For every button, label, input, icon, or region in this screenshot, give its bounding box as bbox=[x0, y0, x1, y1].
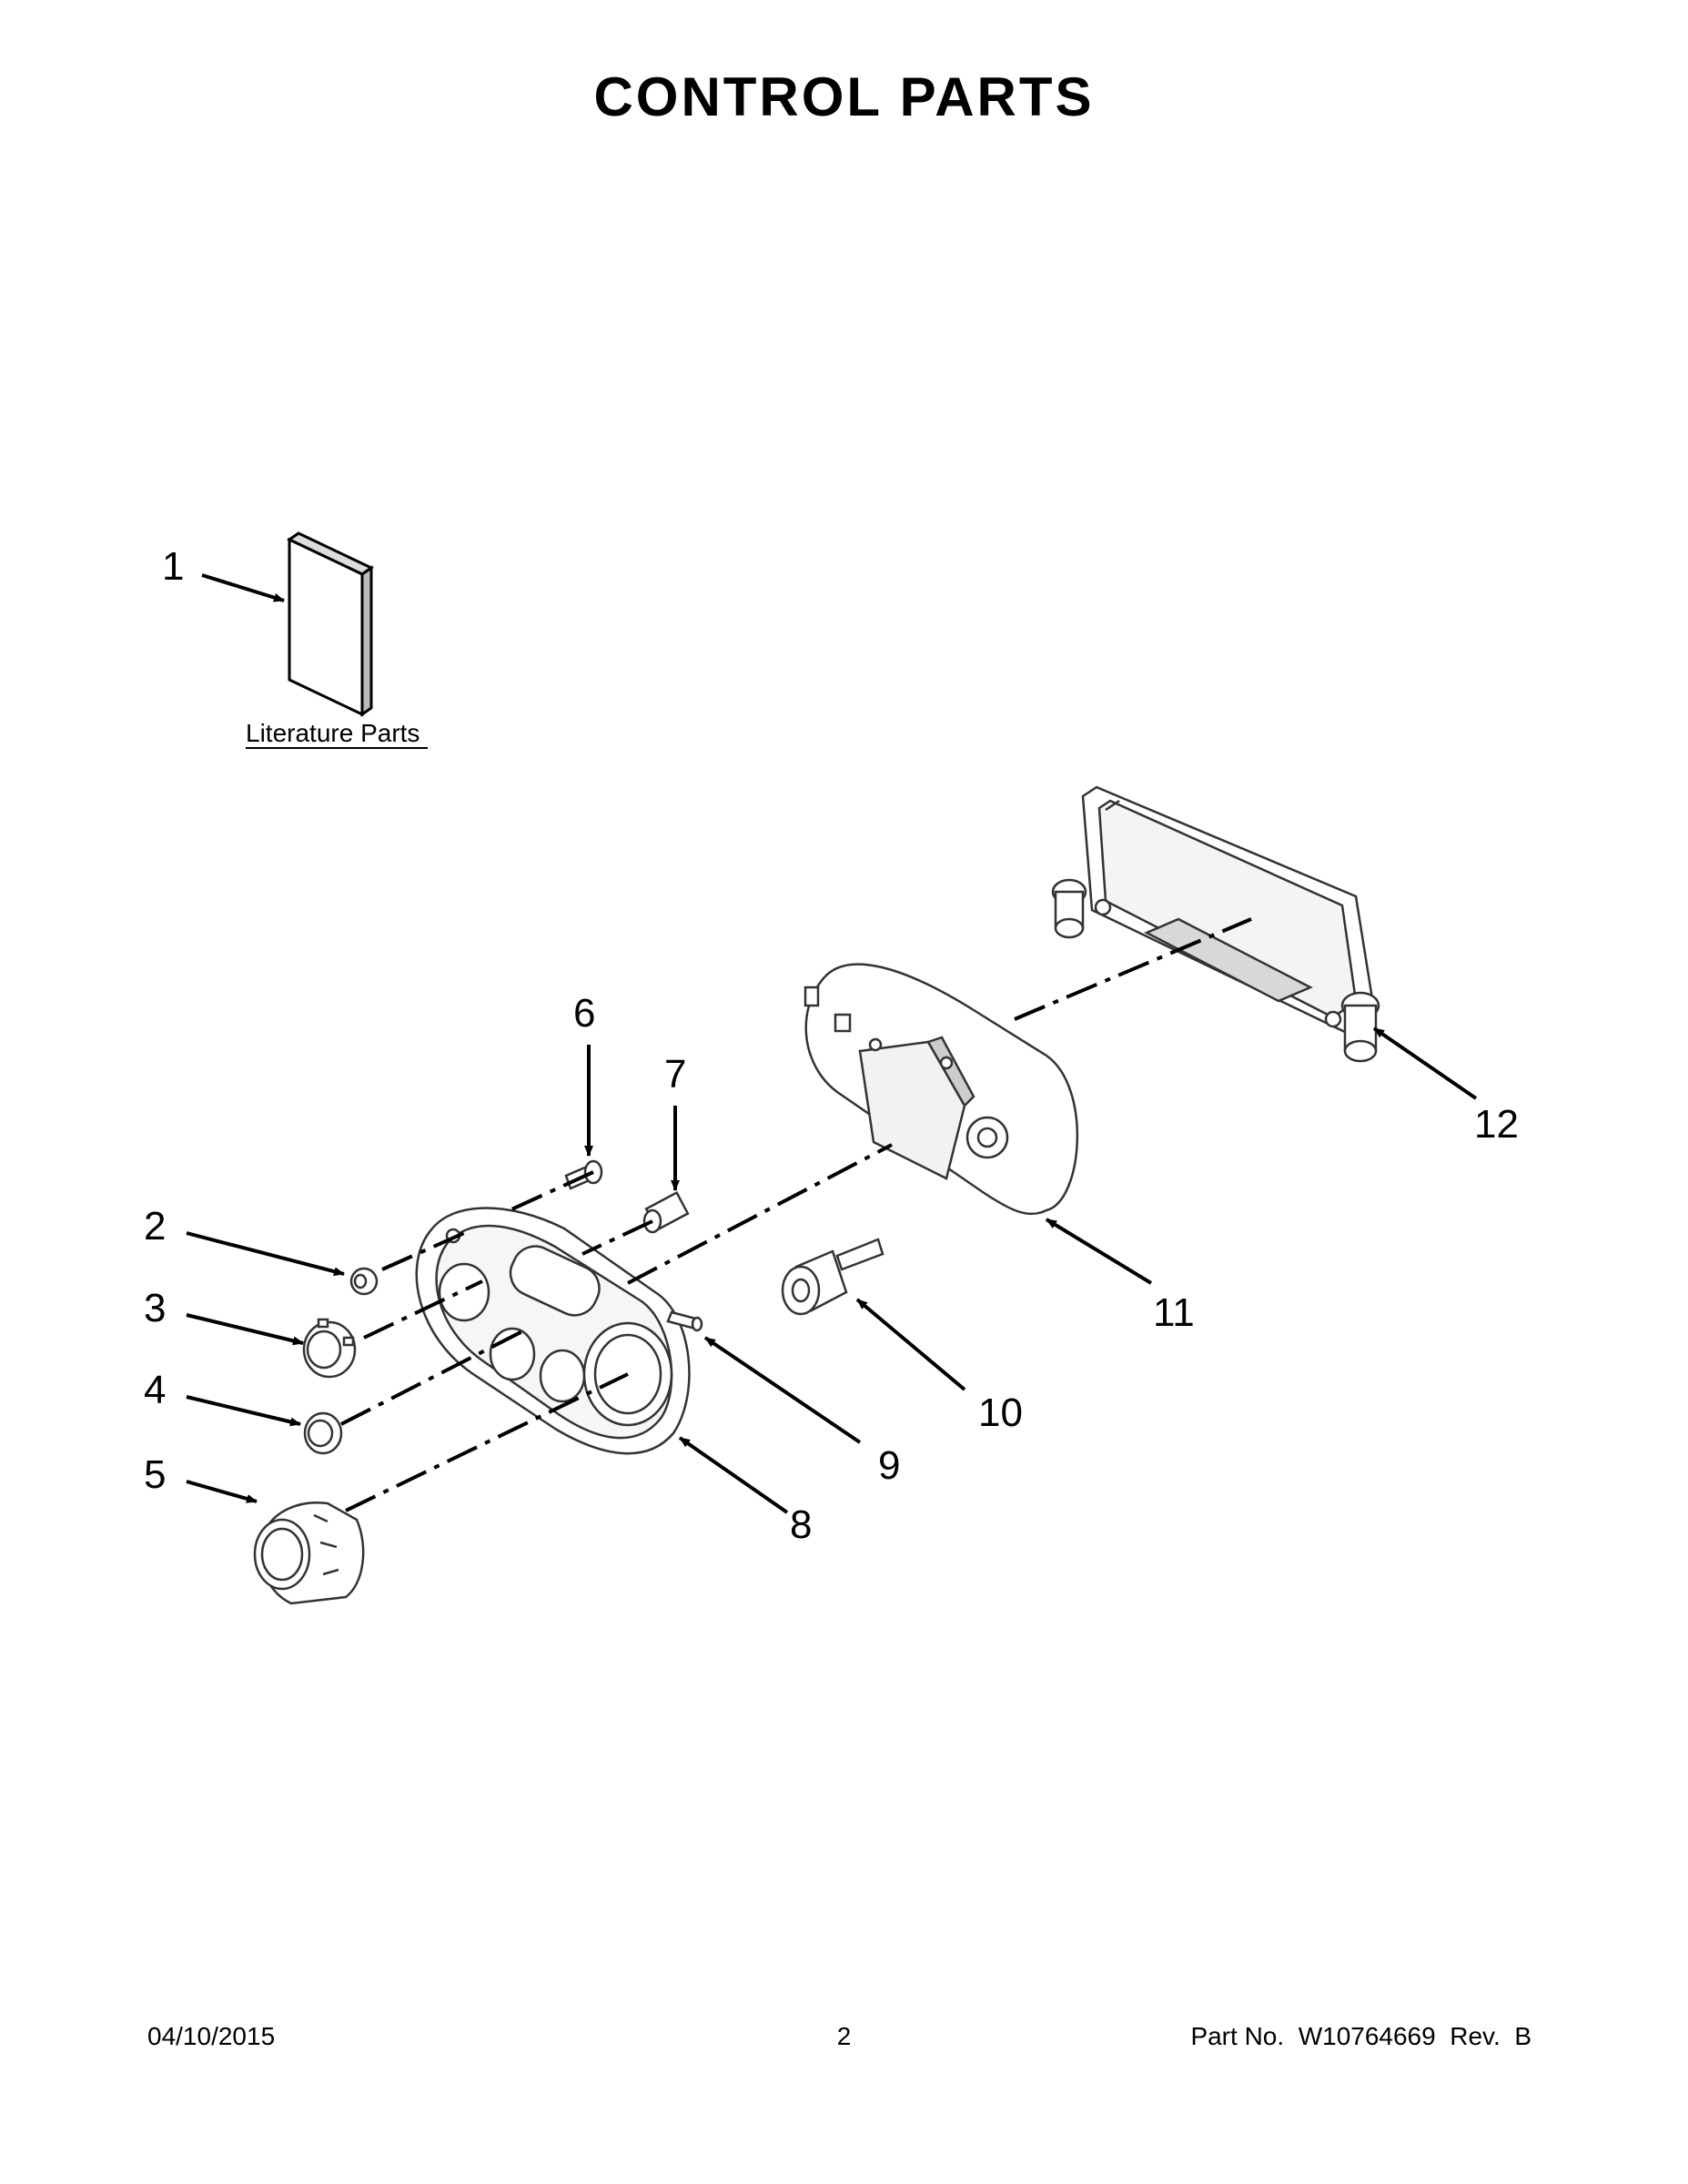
part-4-button[interactable] bbox=[303, 1411, 343, 1455]
page-title: CONTROL PARTS bbox=[593, 66, 1095, 127]
assembly-lines bbox=[340, 917, 1252, 1512]
callout-11[interactable]: 11 bbox=[1153, 1290, 1195, 1335]
footer-part-number: Part No. W10764669 Rev. B bbox=[1190, 2022, 1531, 2050]
footer-page-number: 2 bbox=[836, 2022, 852, 2050]
part-2-button[interactable] bbox=[349, 1267, 379, 1296]
callout-10[interactable]: 10 bbox=[978, 1390, 1023, 1435]
part-1-literature-booklet[interactable] bbox=[287, 531, 374, 717]
part-12-control-housing[interactable] bbox=[1051, 785, 1380, 1063]
callout-7[interactable]: 7 bbox=[664, 1052, 686, 1097]
callout-6[interactable]: 6 bbox=[573, 991, 595, 1036]
literature-parts-label[interactable]: Literature Parts bbox=[246, 719, 419, 747]
callout-2[interactable]: 2 bbox=[144, 1204, 166, 1249]
part-9-shaft[interactable] bbox=[666, 1310, 703, 1332]
part-7-spacer[interactable] bbox=[642, 1190, 690, 1234]
callout-5[interactable]: 5 bbox=[144, 1452, 166, 1497]
footer-date: 04/10/2015 bbox=[147, 2022, 276, 2050]
part-8-control-panel[interactable] bbox=[415, 1207, 691, 1455]
callout-1[interactable]: 1 bbox=[162, 544, 184, 589]
part-11-control-board[interactable] bbox=[804, 963, 1078, 1216]
callout-3[interactable]: 3 bbox=[144, 1286, 166, 1330]
callout-4[interactable]: 4 bbox=[144, 1368, 166, 1412]
callout-9[interactable]: 9 bbox=[878, 1443, 900, 1488]
part-3-button[interactable] bbox=[302, 1318, 357, 1379]
part-5-knob[interactable] bbox=[253, 1502, 365, 1605]
leader-arrows bbox=[186, 573, 1478, 1514]
callout-8[interactable]: 8 bbox=[790, 1502, 812, 1547]
callout-12[interactable]: 12 bbox=[1474, 1102, 1519, 1147]
part-10-encoder[interactable] bbox=[781, 1238, 884, 1316]
